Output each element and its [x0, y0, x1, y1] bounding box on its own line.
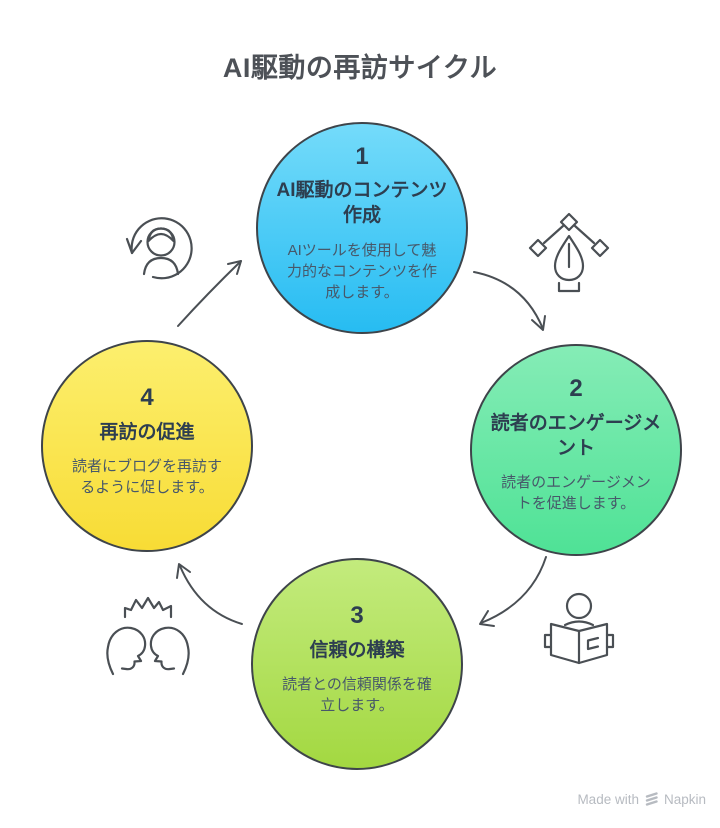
step-description: 読者との信頼関係を確立します。: [282, 675, 432, 714]
step-title: 信頼の構築: [309, 639, 405, 661]
step-circle-3: 3 信頼の構築 読者との信頼関係を確立します。: [251, 558, 463, 770]
returning-user-icon: [125, 217, 193, 280]
step-number: 2: [569, 375, 583, 403]
step-number: 4: [140, 383, 154, 411]
step-description: 読者のエンゲージメントを促進します。: [501, 474, 651, 513]
pen-tool-icon: [528, 212, 610, 293]
step-title: 再訪の促進: [99, 421, 195, 443]
napkin-logo-icon: [645, 792, 658, 806]
made-with-label: Made with: [577, 792, 639, 807]
page-title: AI駆動の再訪サイクル: [222, 53, 498, 83]
arrow-step2-to-step3: [479, 556, 547, 627]
step-title: 読者のエンゲージメント: [490, 413, 662, 460]
step-number: 1: [355, 142, 369, 170]
step-circle-1: 1 AI駆動のコンテンツ作成 AIツールを使用して魅力的なコンテンツを作成します…: [256, 122, 468, 334]
attribution: Made with Napkin: [577, 792, 706, 807]
reading-book-icon: [543, 592, 615, 665]
step-circle-4: 4 再訪の促進 読者にブログを再訪するように促します。: [41, 340, 253, 552]
step-title: AI駆動のコンテンツ作成: [276, 180, 448, 227]
step-description: AIツールを使用して魅力的なコンテンツを作成します。: [286, 241, 437, 302]
step-number: 3: [350, 601, 364, 629]
discussion-icon: [106, 596, 190, 676]
step-circle-2: 2 読者のエンゲージメント 読者のエンゲージメントを促進します。: [470, 344, 682, 556]
step-description: 読者にブログを再訪するように促します。: [71, 457, 222, 496]
brand-label: Napkin: [663, 792, 706, 807]
